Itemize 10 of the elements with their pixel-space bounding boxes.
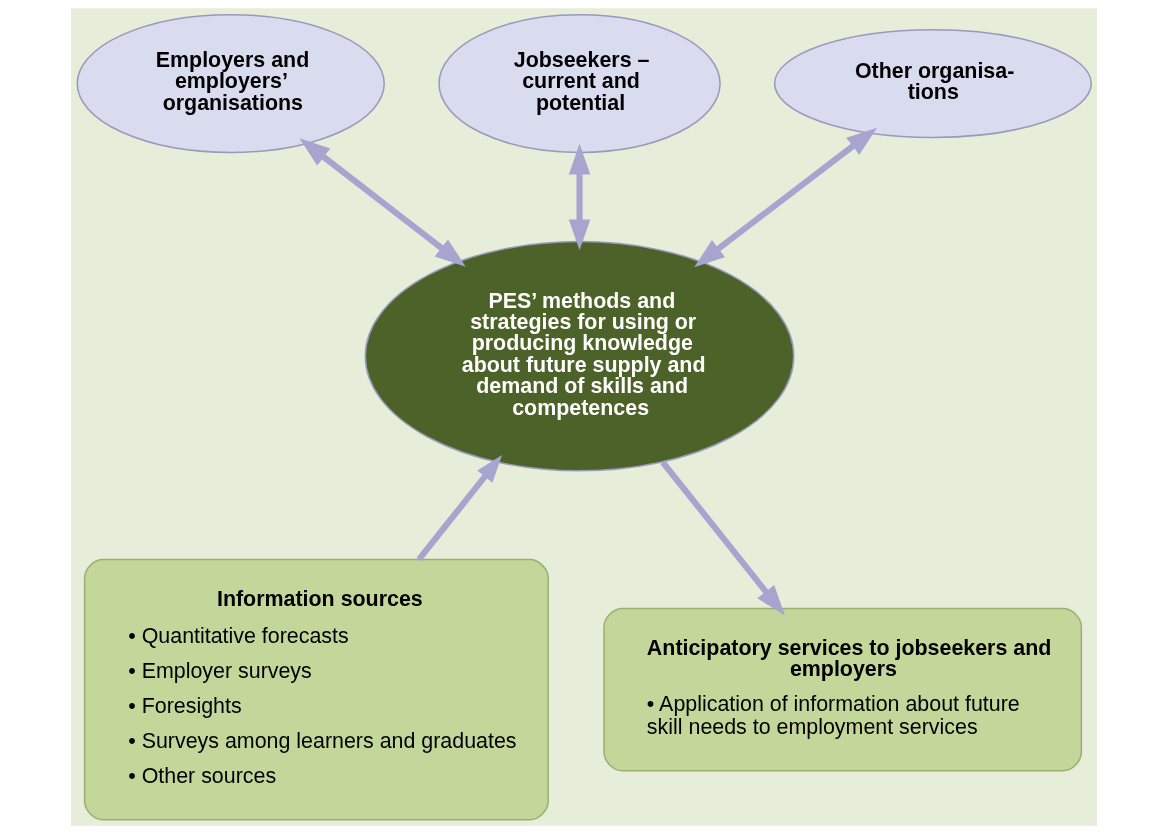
- arrow: [660, 460, 785, 616]
- node-box: Information sources • Quantitative forecasts • Employer surveys • Foresights • Surveys among learners and graduates • Other sources: [83, 558, 549, 821]
- arrow: [416, 455, 503, 562]
- node-ellipse: Jobseekers – current and potential: [438, 13, 721, 154]
- arrow: [299, 138, 466, 267]
- arrow: [694, 127, 878, 268]
- arrow: [568, 143, 591, 251]
- node-ellipse: Other organisa- tions: [773, 28, 1092, 139]
- node-ellipse: Employers and employers’ organisations: [76, 13, 385, 154]
- node-box: Anticipatory services to jobseekers and employers • Application of information about future skill needs to employment services: [603, 607, 1083, 772]
